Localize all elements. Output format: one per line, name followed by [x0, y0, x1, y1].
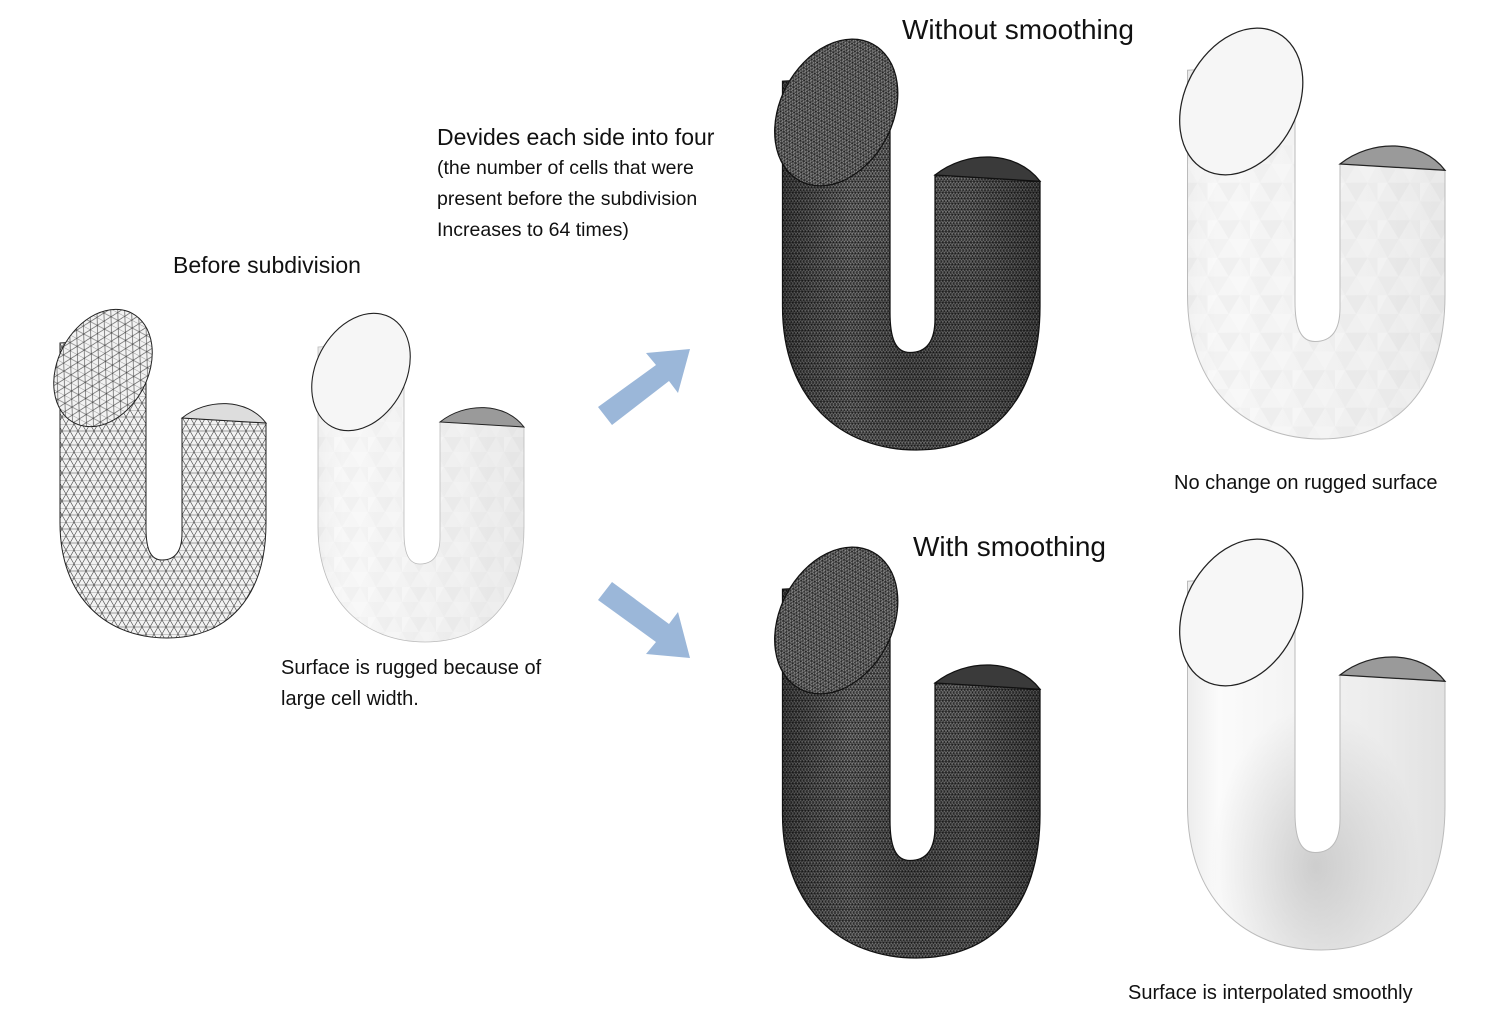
arrow-up-right-icon: [598, 349, 690, 425]
side-cut-face: [180, 403, 268, 424]
step-title: Devides each side into four: [437, 124, 715, 150]
smooth-caption: Surface is interpolated smoothly: [1128, 982, 1413, 1004]
step-note-line: (the number of cells that were: [437, 157, 694, 179]
before-mesh-figure: [53, 308, 268, 639]
with-smoothing-title: With smoothing: [913, 531, 1106, 562]
with-smoothing-shaded-figure: [1179, 538, 1447, 951]
step-note: (the number of cells that were present b…: [437, 153, 697, 246]
without-smoothing-title: Without smoothing: [902, 14, 1134, 45]
before-shaded-figure: [311, 312, 526, 643]
rugged-caption-line: Surface is rugged because of: [281, 657, 542, 679]
with-smoothing-mesh-figure: [774, 546, 1042, 959]
before-subdivision-title: Before subdivision: [173, 252, 361, 278]
rugged-caption: Surface is rugged because of large cell …: [281, 653, 541, 715]
top-cut-face: [53, 308, 153, 428]
arrow-down-right-icon: [598, 582, 690, 658]
step-note-line: present before the subdivision: [437, 188, 698, 210]
step-note-line: Increases to 64 times): [437, 219, 629, 241]
no-change-caption: No change on rugged surface: [1174, 472, 1438, 494]
without-smoothing-mesh-figure: [774, 38, 1042, 451]
without-smoothing-shaded-figure: [1179, 27, 1447, 440]
rugged-caption-line: large cell width.: [281, 688, 419, 710]
